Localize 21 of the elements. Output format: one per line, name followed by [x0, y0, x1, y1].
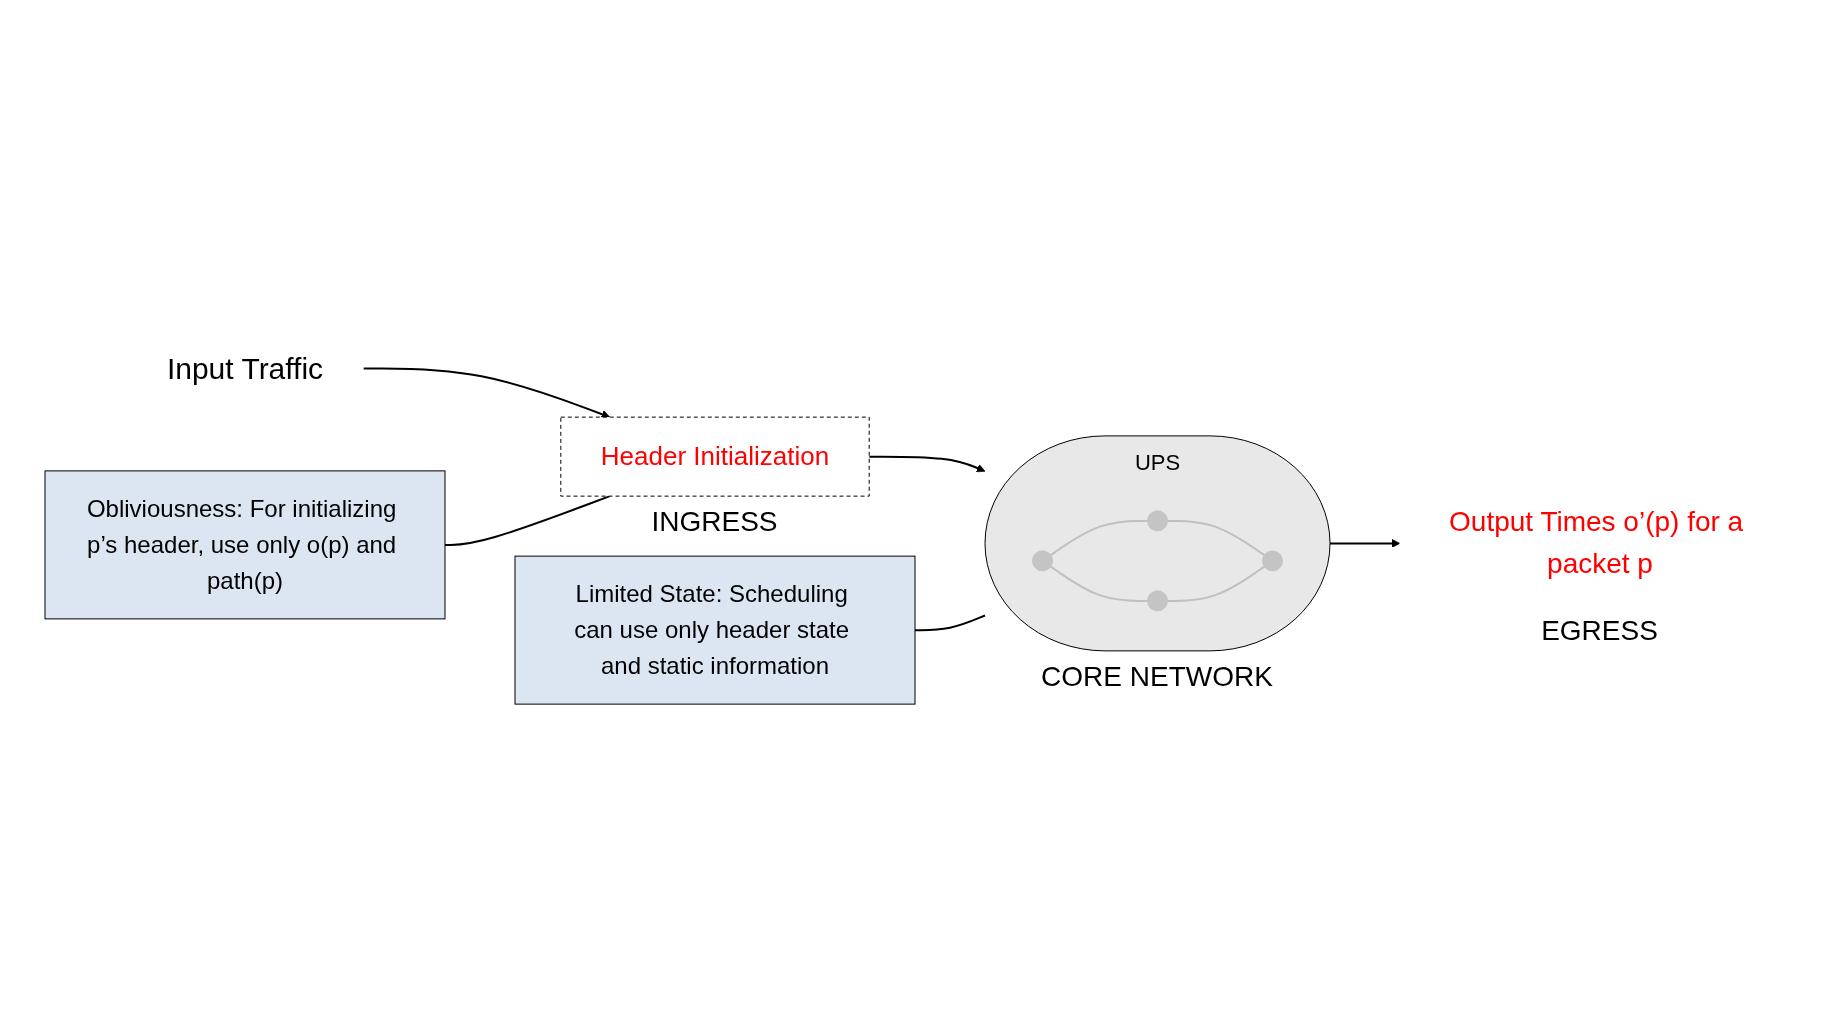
- arrow: [1328, 539, 1400, 548]
- connector: [913, 614, 986, 632]
- connector: [443, 495, 611, 546]
- node-caption: INGRESS: [651, 506, 778, 539]
- node-text: Output Times o’(p) for a packet p: [1448, 506, 1743, 580]
- node-box: Limited State: Scheduling can use only header state and static information: [514, 555, 915, 705]
- node-caption: EGRESS: [1541, 615, 1658, 648]
- node-caption: CORE NETWORK: [1041, 660, 1273, 693]
- connector: [1049, 565, 1148, 602]
- arrow: [361, 367, 610, 419]
- connector: [1166, 565, 1265, 602]
- node-circle: [1031, 550, 1053, 572]
- arrow: [867, 455, 985, 473]
- node-box: Header Initialization: [559, 416, 870, 497]
- node-text: Input Traffic: [166, 351, 323, 385]
- node-circle: [1261, 550, 1283, 572]
- node-circle: [1146, 510, 1168, 532]
- connector: [1166, 519, 1265, 557]
- node-box: Obliviousness: For initializing p’s header, use only o(p) and path(p): [44, 470, 445, 620]
- node-circle: [1146, 590, 1168, 612]
- connector: [1049, 519, 1148, 557]
